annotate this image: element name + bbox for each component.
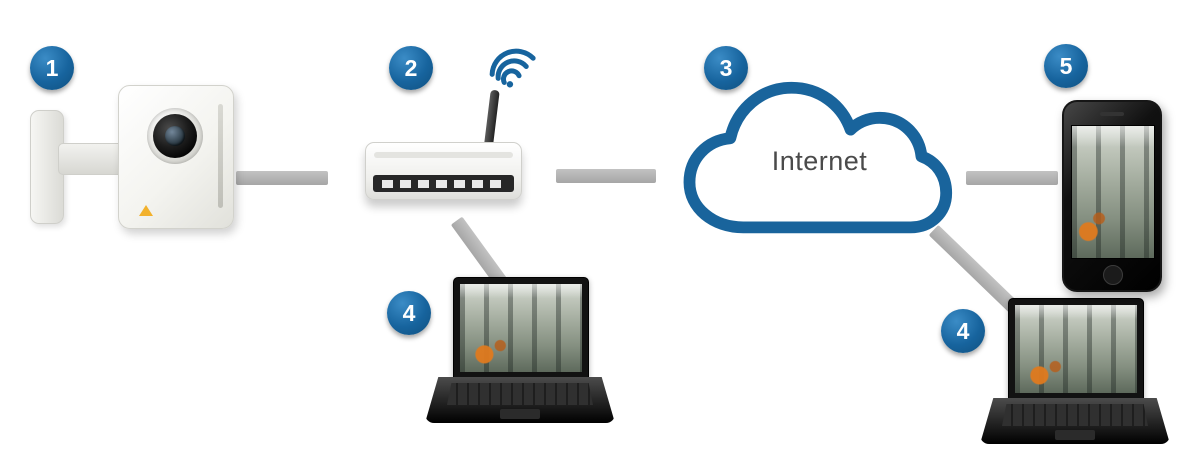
laptop-local [425, 277, 615, 429]
laptop-local-screen [453, 277, 589, 379]
router-top-groove [374, 152, 513, 158]
phone-earpiece [1100, 112, 1124, 116]
internet-label: Internet [771, 146, 868, 176]
camera-lens-ring [147, 108, 203, 164]
connector-router-cloud [556, 169, 656, 183]
camera-feed-screen [1072, 126, 1154, 258]
router-port [436, 179, 447, 188]
router-port [382, 179, 393, 188]
camera-lens [153, 114, 197, 158]
router-port-strip [373, 175, 514, 192]
laptop-local-keyboard [447, 383, 593, 405]
router-port [490, 179, 501, 188]
laptop-local-touchpad [500, 409, 540, 419]
wifi-icon [489, 48, 536, 88]
router-port [418, 179, 429, 188]
badge-laptop-local: 4 [387, 291, 431, 335]
badge-router: 2 [389, 46, 433, 90]
router-port [472, 179, 483, 188]
badge-router-number: 2 [404, 54, 418, 81]
network-camera [28, 85, 243, 235]
router-port [400, 179, 411, 188]
badge-laptop-local-number: 4 [402, 299, 416, 326]
camera-feed-screen [1015, 305, 1137, 393]
badge-phone-number: 5 [1059, 52, 1073, 79]
router-port [454, 179, 465, 188]
router-body [365, 142, 522, 200]
camera-bracket-arm [58, 143, 126, 175]
badge-phone: 5 [1044, 44, 1088, 88]
wireless-router [360, 42, 545, 222]
laptop-remote-screen [1008, 298, 1144, 400]
badge-internet-number: 3 [719, 54, 733, 81]
smartphone [1062, 100, 1162, 292]
laptop-remote [980, 298, 1170, 450]
camera-feed-screen [460, 284, 582, 372]
laptop-remote-touchpad [1055, 430, 1095, 440]
laptop-remote-keyboard [1002, 404, 1148, 426]
badge-laptop-remote-number: 4 [956, 317, 970, 344]
laptop-remote-base [980, 398, 1170, 444]
connector-camera-router [236, 171, 328, 185]
camera-body [118, 85, 234, 229]
camera-side-slit [218, 104, 223, 208]
connector-cloud-phone [966, 171, 1058, 185]
laptop-local-base [425, 377, 615, 423]
internet-cloud [683, 81, 953, 234]
badge-laptop-remote: 4 [941, 309, 985, 353]
phone-home-button [1103, 265, 1123, 285]
camera-brand-logo-icon [139, 205, 153, 216]
badge-camera-number: 1 [45, 54, 59, 81]
badge-internet: 3 [704, 46, 748, 90]
phone-screen [1071, 125, 1155, 259]
badge-camera: 1 [30, 46, 74, 90]
camera-lens-glass [165, 126, 185, 146]
